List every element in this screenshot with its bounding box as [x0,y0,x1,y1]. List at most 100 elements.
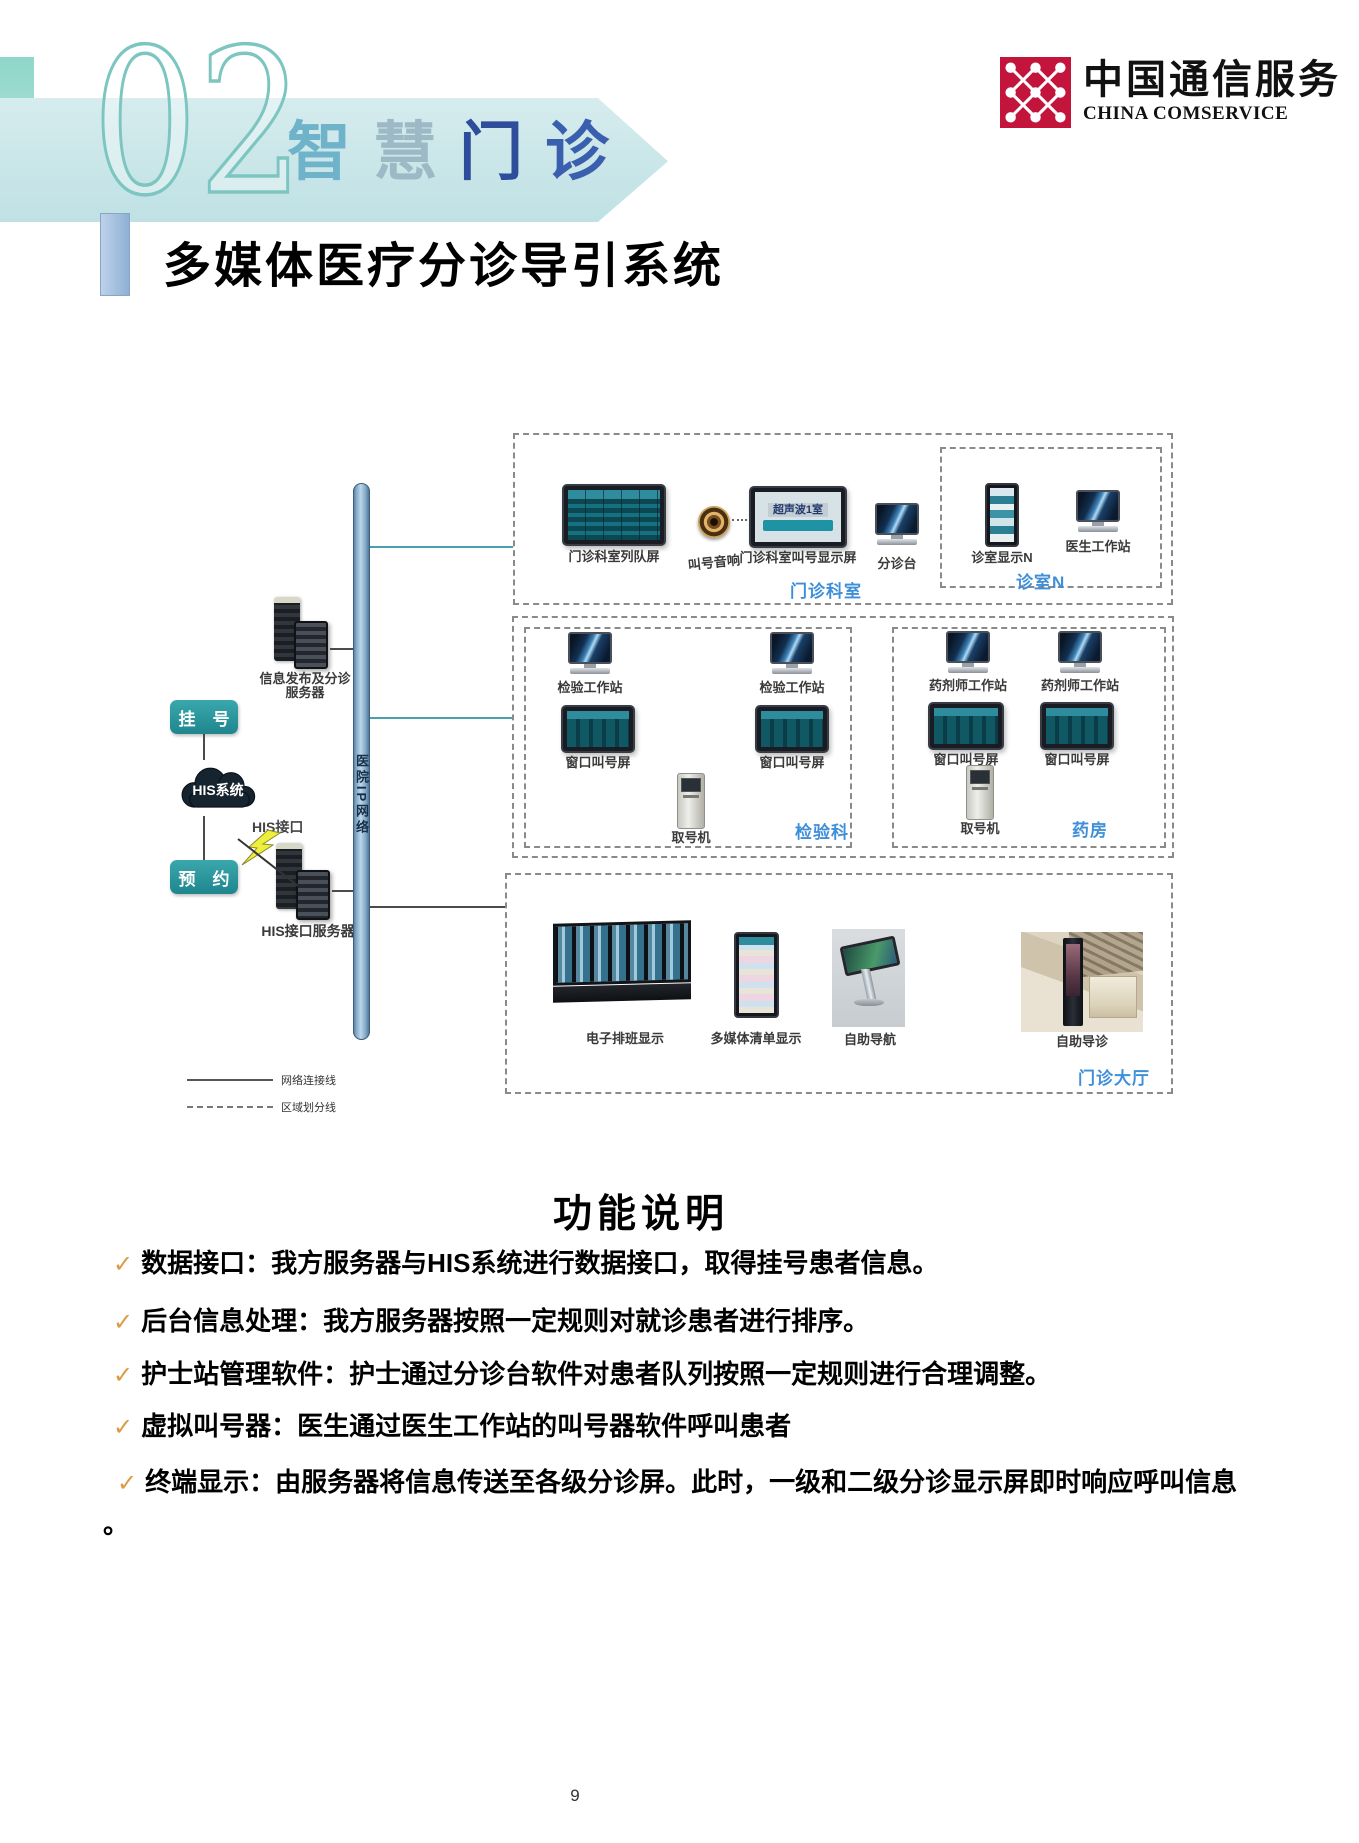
section-title-bar [100,213,130,296]
window-call-screen-label: 窗口叫号屏 [933,752,999,767]
banner-char: 门 [459,116,545,188]
ticket-machine-icon [677,773,705,829]
his-server-icon [276,843,336,921]
connector-line [370,906,505,908]
room-display-label: 诊室显示N [971,550,1033,565]
section-number: 02 [90,22,306,222]
lab-workstation-label: 检验工作站 [557,680,623,695]
window-call-screen-icon [928,702,1004,750]
server-tower [296,870,330,920]
window-call-screen-label: 窗口叫号屏 [759,755,825,770]
schedule-wall-icon [553,920,699,1014]
info-server-icon [274,597,334,671]
check-icon: ✓ [113,1414,134,1441]
banner-char: 诊 [545,116,631,188]
pharmacy-area-label: 药房 [1072,821,1108,840]
function-item: ✓ 后台信息处理：我方服务器按照一定规则对就诊患者进行排序。 [113,1301,1268,1343]
check-icon: ✓ [113,1362,134,1389]
self-triage-photo [1021,932,1143,1032]
triage-desk-icon [875,503,919,549]
legend-solid-line [187,1079,273,1081]
doctor-workstation-icon [1076,490,1120,536]
section-title: 多媒体医疗分诊导引系统 [163,240,725,293]
hall-area-label: 门诊大厅 [1078,1069,1150,1088]
function-item: ✓ 护士站管理软件：护士通过分诊台软件对患者队列按照一定规则进行合理调整。 [113,1354,1268,1396]
pharmacist-workstation-icon [1058,631,1102,677]
check-icon: ✓ [113,1309,134,1336]
ticket-machine-label: 取号机 [671,830,711,845]
functions-heading: 功能说明 [553,1193,730,1236]
network-bus: 医院IP网络 [353,483,370,1040]
function-item-text: 终端显示：由服务器将信息传送至各级分诊屏。此时，一级和二级分诊显示屏即时响应呼叫… [103,1467,1238,1539]
window-call-screen-label: 窗口叫号屏 [565,755,631,770]
room-area-label: 诊室N [1016,573,1066,592]
pharmacist-workstation-icon [946,631,990,677]
connector-line [370,546,513,548]
connector-line [370,717,512,719]
speaker-icon [698,506,730,538]
queue-screen-label: 门诊科室列队屏 [568,549,660,564]
function-item-text: 护士站管理软件：护士通过分诊台软件对患者队列按照一定规则进行合理调整。 [141,1359,1052,1389]
logo-mark-icon [1000,57,1071,128]
function-item-text: 后台信息处理：我方服务器按照一定规则对就诊患者进行排序。 [141,1306,870,1336]
function-item: ✓终端显示：由服务器将信息传送至各级分诊屏。此时，一级和二级分诊显示屏即时响应呼… [103,1462,1258,1544]
legend-dashed-label: 区域划分线 [281,1102,336,1114]
pharmacy-area-box [892,627,1166,848]
call-screen-text: 超声波1室 [767,503,829,517]
function-item: ✓ 数据接口：我方服务器与HIS系统进行数据接口，取得挂号患者信息。 [113,1243,1268,1285]
window-call-screen-icon [755,705,829,753]
middle-area-box [512,616,1174,858]
banner-char: 智 [287,116,373,188]
network-bus-label: 医院IP网络 [354,753,369,837]
nav-kiosk-stand [860,969,877,999]
lab-workstation-icon [568,632,612,678]
pharmacist-workstation-label: 药剂师工作站 [928,678,1007,693]
lab-workstation-label: 检验工作站 [759,680,825,695]
function-item-text: 虚拟叫号器：医生通过医生工作站的叫号器软件呼叫患者 [141,1411,792,1441]
check-icon: ✓ [117,1470,138,1497]
connector-line [332,890,354,892]
room-area-box [940,447,1162,588]
nav-kiosk-base [854,999,884,1006]
connector-line [330,648,354,650]
logo-name-cn: 中国通信服务 [1083,57,1341,102]
registration-node: 挂 号 [170,700,238,734]
signage-totem-screen [1066,944,1080,996]
nav-kiosk-photo [832,929,905,1027]
check-icon: ✓ [113,1251,134,1278]
window-call-screen-icon [561,705,635,753]
clinic-area-label: 门诊科室 [790,582,862,601]
function-item-text: 数据接口：我方服务器与HIS系统进行数据接口，取得挂号患者信息。 [141,1248,939,1278]
info-server-label-line2: 服务器 [285,685,325,700]
media-screen-label: 多媒体清单显示 [710,1031,802,1046]
function-item: ✓ 虚拟叫号器：医生通过医生工作站的叫号器软件呼叫患者 [113,1406,1268,1448]
lab-workstation-icon [770,632,814,678]
lobby-counter [1089,976,1137,1018]
page-number: 9 [570,1786,580,1805]
hall-area-box [505,873,1173,1094]
schedule-wall-label: 电子排班显示 [585,1031,664,1046]
header-band [0,98,668,222]
self-triage-label: 自助导诊 [1055,1034,1108,1049]
booking-node: 预 约 [170,860,238,894]
nav-kiosk-label: 自助导航 [843,1032,896,1047]
clinic-area-box [513,433,1173,605]
doctor-workstation-label: 医生工作站 [1065,539,1131,554]
his-cloud-icon: HIS系统 [176,758,260,818]
call-screen-ticker [762,520,834,531]
connector-line [203,816,205,860]
legend-solid-label: 网络连接线 [281,1075,336,1087]
ticket-machine-icon [966,765,994,820]
call-screen-label: 门诊科室叫号显示屏 [739,550,857,565]
his-interface-label: HIS接口 [252,819,304,835]
triage-desk-label: 分诊台 [877,556,917,571]
logo-name-en: CHINA COMSERVICE [1083,103,1289,124]
queue-screen-icon [562,484,666,546]
lab-area-box [524,627,852,848]
page-banner-title: 智慧门诊 [287,120,631,184]
media-screen-icon [734,932,779,1018]
company-logo: 中国通信服务 CHINA COMSERVICE [1000,57,1341,128]
connector-line [732,519,747,521]
call-screen-icon: 超声波1室 [749,486,847,548]
